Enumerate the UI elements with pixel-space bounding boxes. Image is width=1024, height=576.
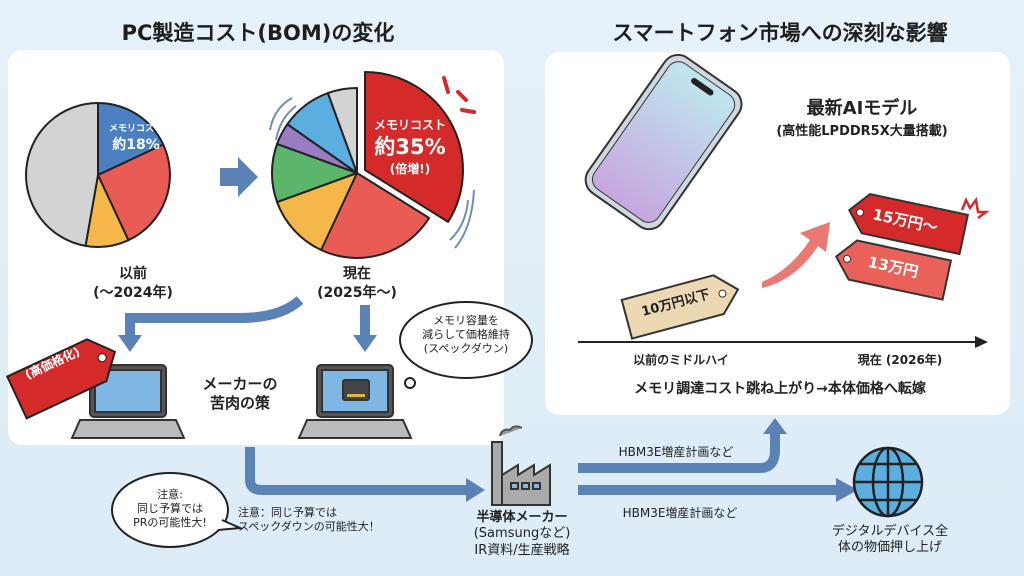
laptop-icon	[70, 364, 186, 439]
pie-after	[270, 71, 464, 259]
arrowheads	[118, 335, 858, 502]
pie-slice-grey	[25, 102, 99, 247]
tag-high-price	[847, 193, 970, 256]
summary-text: メモリ調達コスト跳ね上がり→本体価格へ転嫁	[634, 381, 926, 397]
arrow-lower-label: HBM3E増産計画など	[622, 506, 738, 520]
after-label: 現在	[343, 266, 371, 282]
model-title: 最新AIモデル	[806, 98, 918, 119]
before-memory-label: メモリコスト	[108, 124, 164, 134]
laptop-memory-icon	[297, 364, 413, 439]
pie-slice-memory	[97, 102, 165, 176]
thought-bubble	[399, 301, 533, 379]
thought-line2: 減らして価格維持	[422, 327, 510, 341]
before-period: (〜2024年)	[93, 285, 173, 301]
tag-low-price	[834, 239, 953, 301]
warning-bubble-line1: 注意:	[157, 488, 183, 501]
warning-text: 注意：同じ予算では スペックダウンの可能性大！	[238, 506, 380, 534]
maker-strategy-line1: メーカーの	[202, 375, 278, 393]
warning-bubble-line3: PRの可能性大!	[133, 515, 207, 529]
tag-old-price	[620, 274, 740, 340]
thought-text: メモリ容量を 減らして価格維持 (スペックダウン)	[422, 314, 510, 355]
factory-icon	[491, 425, 551, 506]
warning-text-line2: スペックダウンの可能性大！	[238, 519, 380, 533]
globe-icon	[852, 446, 924, 518]
right-arrow-icon	[220, 157, 258, 197]
after-memory-label: メモリコスト	[373, 118, 447, 132]
globe-line2: 体の物価押し上げ	[837, 540, 943, 556]
maker-line3: IR資料/生産戦略	[474, 542, 570, 558]
warning-bubble-line2: 同じ予算では	[137, 501, 203, 515]
timeline-start: 以前のミドルハイ	[633, 353, 729, 367]
globe-text: デジタルデバイス全 体の物価押し上げ	[832, 524, 948, 557]
thought-line1: メモリ容量を	[432, 314, 499, 327]
maker-strategy-text: メーカーの 苦肉の策	[202, 375, 277, 413]
after-memory-share: 約35%	[374, 135, 446, 159]
semiconductor-maker: 半導体メーカー (Samsungなど) IR資料/生産戦略	[474, 510, 571, 559]
smartphone-title: スマートフォン市場への深刻な影響	[612, 21, 948, 45]
model-subtitle: (高性能LPDDR5X大量搭載)	[776, 124, 948, 139]
after-period: (2025年〜)	[317, 285, 397, 301]
before-label: 以前	[119, 266, 147, 282]
flow-arrows-maker	[125, 296, 840, 495]
warning-text-line1: 注意：同じ予算では	[238, 506, 337, 519]
warning-bubble	[111, 472, 229, 548]
before-memory-share: 約18%	[112, 137, 160, 153]
maker-strategy-line2: 苦肉の策	[209, 393, 271, 412]
arrow-upper-label: HBM3E増産計画など	[618, 445, 734, 459]
price-increase-tag	[5, 338, 117, 420]
shake-lines-icon	[269, 97, 475, 249]
pie-slice-memory	[364, 71, 464, 223]
thought-line3: (スペックダウン)	[423, 341, 509, 355]
pie-slice-red	[97, 143, 171, 242]
burst-icon	[960, 196, 990, 219]
pie-slice-yellow	[276, 172, 358, 251]
price-rise-arrow-icon	[762, 222, 830, 288]
after-memory-note: (倍増!)	[389, 162, 431, 176]
emphasis-marks-icon	[442, 76, 476, 114]
warning-bubble-text: 注意: 同じ予算では PRの可能性大!	[133, 488, 207, 529]
timeline-end: 現在 (2026年)	[857, 353, 943, 367]
pc-bom-title: PC製造コスト(BOM)の変化	[121, 21, 395, 45]
maker-line1: 半導体メーカー	[476, 510, 568, 525]
globe-line1: デジタルデバイス全	[831, 524, 949, 539]
maker-line2: (Samsungなど)	[473, 526, 571, 542]
pie-before	[25, 102, 171, 248]
pie-slice-grey	[326, 86, 358, 174]
smartphone-icon	[584, 53, 743, 231]
